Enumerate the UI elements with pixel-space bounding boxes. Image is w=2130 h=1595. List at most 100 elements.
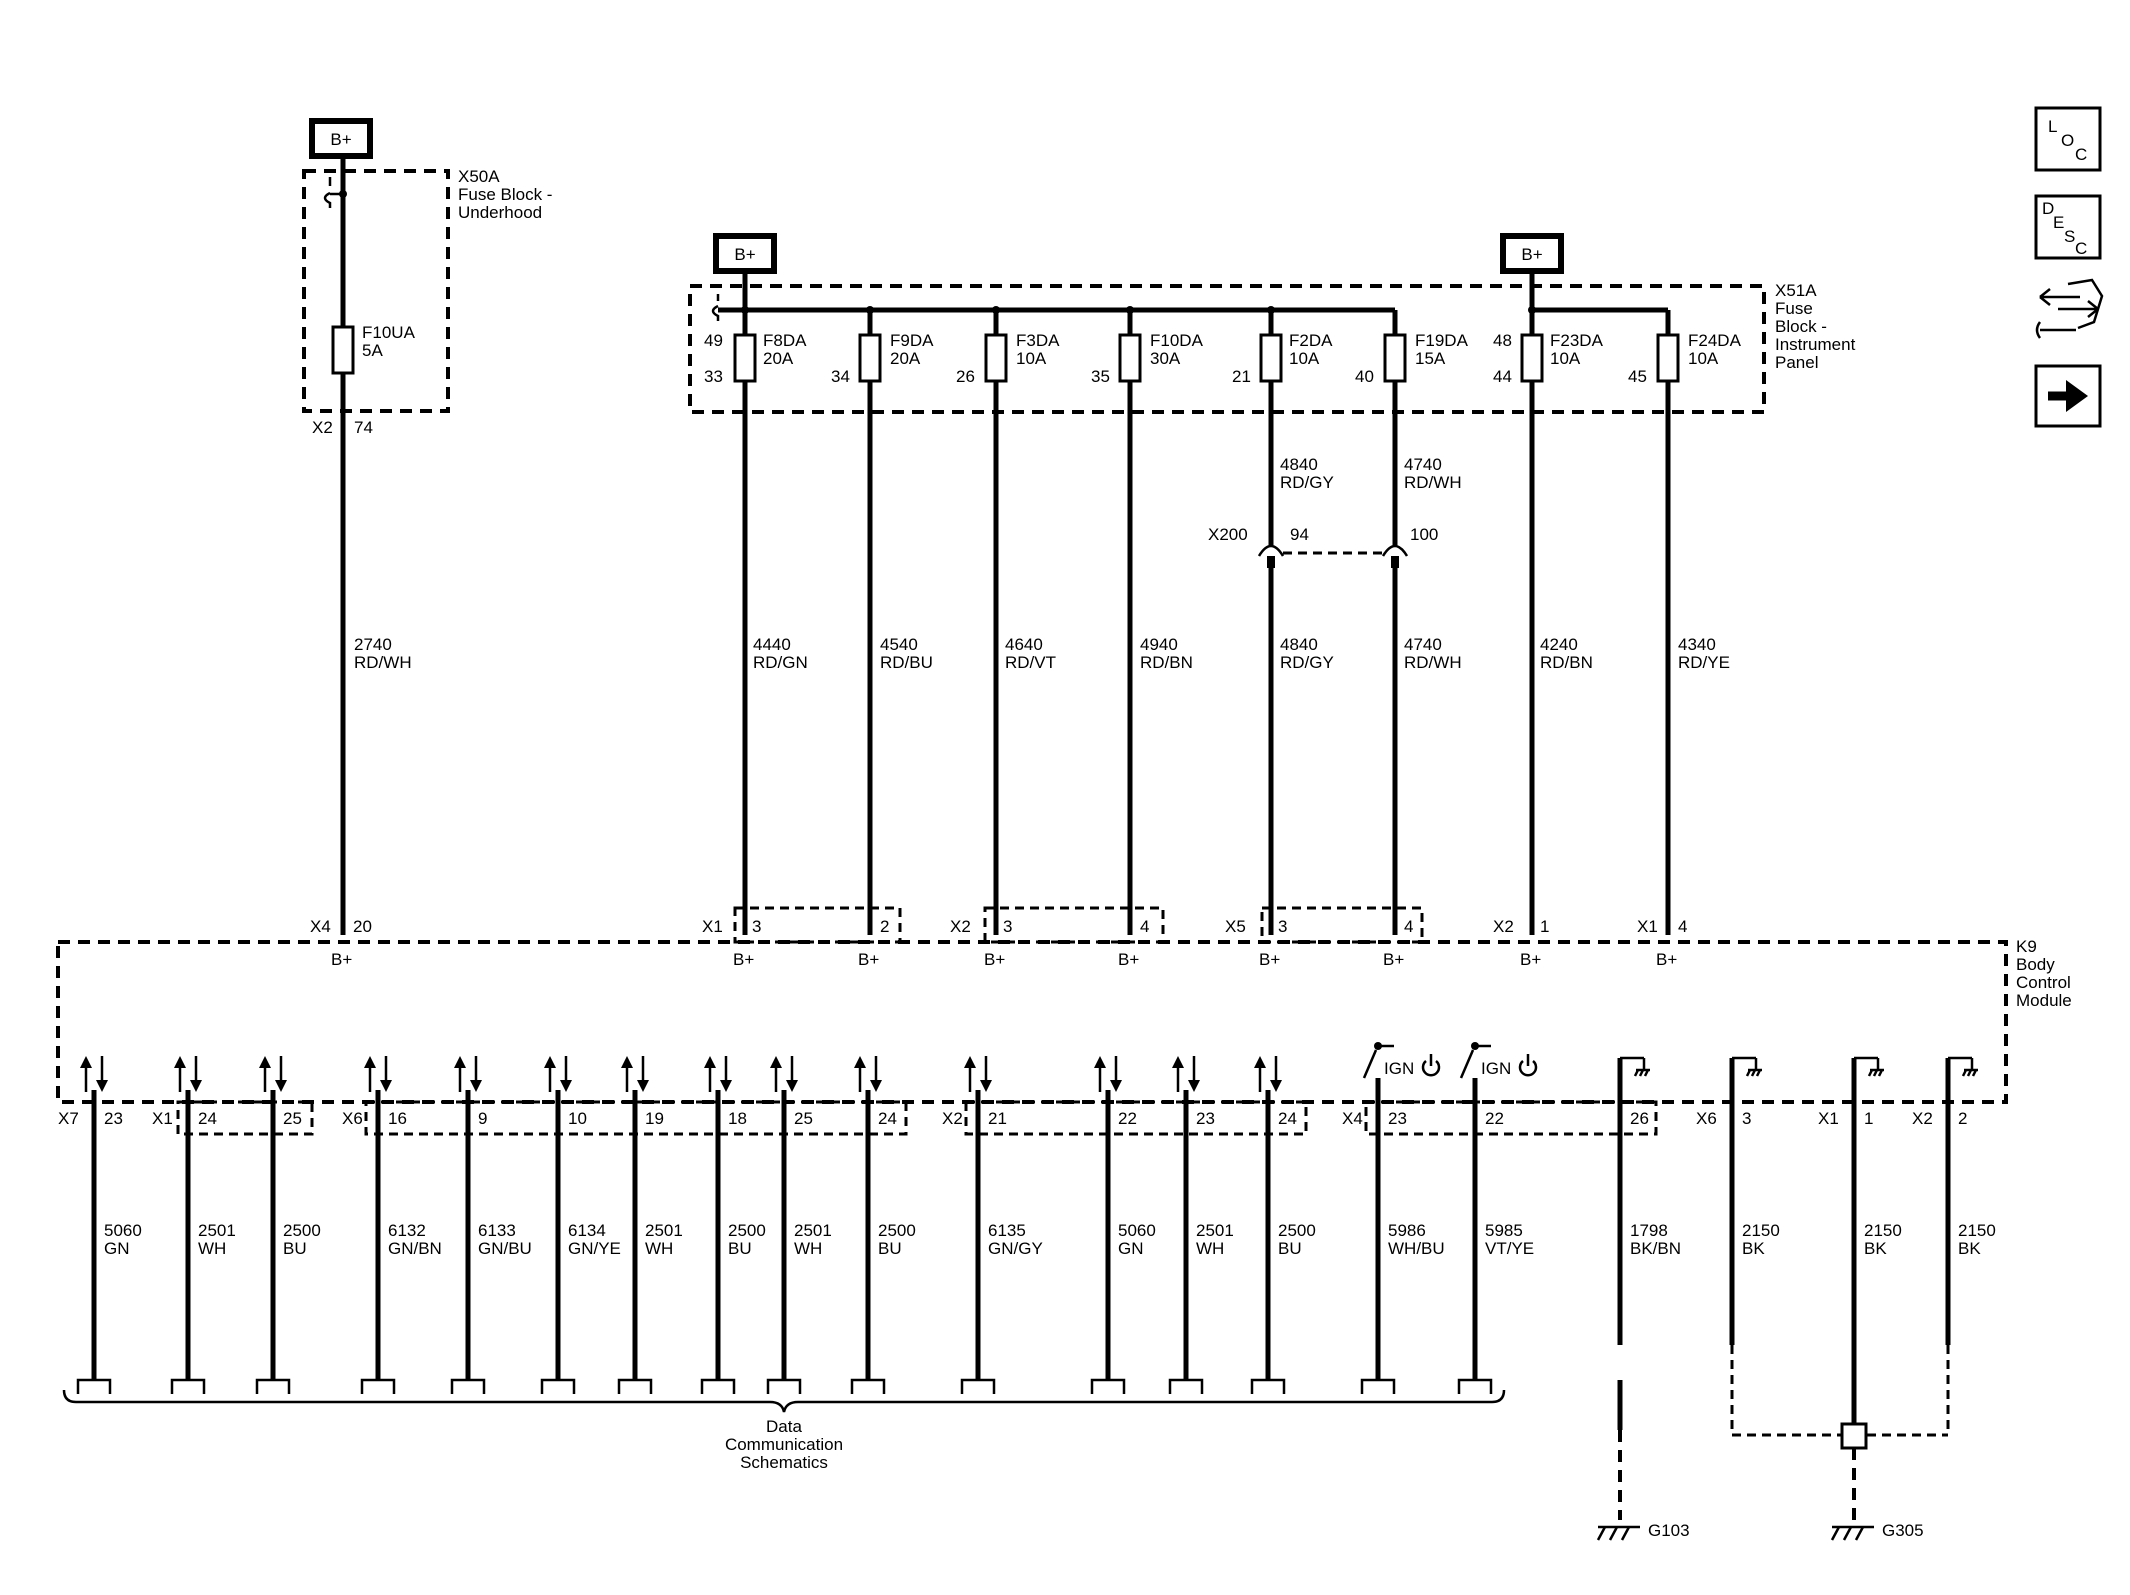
wire-color: BK bbox=[1864, 1239, 1887, 1258]
svg-text:X2: X2 bbox=[1493, 917, 1514, 936]
wire-color: WH bbox=[198, 1239, 226, 1258]
connector-label: X2 bbox=[1912, 1109, 1933, 1128]
pin-label: 19 bbox=[645, 1109, 664, 1128]
pin-label: 23 bbox=[1196, 1109, 1215, 1128]
bidirectional-arrow-icon bbox=[80, 1056, 108, 1092]
svg-text:Data: Data bbox=[766, 1417, 802, 1436]
svg-text:Block -: Block - bbox=[1775, 317, 1827, 336]
svg-text:F2DA: F2DA bbox=[1289, 331, 1333, 350]
wire-color: GN/YE bbox=[568, 1239, 621, 1258]
connector-terminal-icon bbox=[850, 1378, 886, 1394]
bidirectional-arrow-icon bbox=[174, 1056, 202, 1092]
connector-label: X6 bbox=[1696, 1109, 1717, 1128]
circuit-number: 2500 bbox=[878, 1221, 916, 1240]
power-icon bbox=[1421, 1054, 1441, 1077]
connector-terminal-icon bbox=[700, 1378, 736, 1394]
svg-text:33: 33 bbox=[704, 367, 723, 386]
svg-text:B+: B+ bbox=[1383, 950, 1404, 969]
pin-label: 23 bbox=[104, 1109, 123, 1128]
wire-color: GN bbox=[1118, 1239, 1144, 1258]
bidirectional-arrow-icon bbox=[364, 1056, 392, 1092]
wire-color: VT/YE bbox=[1485, 1239, 1534, 1258]
connector-terminal-icon bbox=[76, 1378, 112, 1394]
bidirectional-arrow-icon bbox=[1172, 1056, 1200, 1092]
fuse-f19da: F19DA 15A 40 bbox=[1271, 307, 1469, 545]
next-page-button[interactable] bbox=[2034, 364, 2102, 428]
svg-text:RD/YE: RD/YE bbox=[1678, 653, 1730, 672]
connector-terminal-icon bbox=[1090, 1378, 1126, 1394]
circuit-number: 6135 bbox=[988, 1221, 1026, 1240]
svg-text:15A: 15A bbox=[1415, 349, 1446, 368]
svg-text:F23DA: F23DA bbox=[1550, 331, 1604, 350]
circuit-number: 2150 bbox=[1958, 1221, 1996, 1240]
connector-terminal-icon bbox=[960, 1378, 996, 1394]
connector-terminal-icon bbox=[617, 1378, 653, 1394]
fuse-f3da: F3DA 10A 26 bbox=[956, 310, 1060, 935]
connector-terminal-icon bbox=[450, 1378, 486, 1394]
svg-text:X4: X4 bbox=[310, 917, 331, 936]
svg-text:48: 48 bbox=[1493, 331, 1512, 350]
svg-text:2740: 2740 bbox=[354, 635, 392, 654]
svg-text:K9: K9 bbox=[2016, 937, 2037, 956]
connector-terminal-icon bbox=[1168, 1378, 1204, 1394]
ground-icon bbox=[1851, 1056, 1884, 1090]
x200-connector: 4840 RD/GY 4740 RD/WH X200 94 100 bbox=[1208, 455, 1462, 935]
svg-text:4740: 4740 bbox=[1404, 455, 1442, 474]
connector-terminal-icon bbox=[255, 1378, 291, 1394]
svg-text:35: 35 bbox=[1091, 367, 1110, 386]
module-top-pins: X4 20 B+ X1 3 B+ 2 B+ X2 3 B+ 4 B+ X5 3 … bbox=[310, 917, 1687, 969]
svg-text:B+: B+ bbox=[734, 245, 755, 264]
circuit-number: 2150 bbox=[1742, 1221, 1780, 1240]
connector-tool-icon[interactable] bbox=[2035, 278, 2104, 339]
svg-text:RD/WH: RD/WH bbox=[1404, 653, 1462, 672]
circuit-number: 6134 bbox=[568, 1221, 606, 1240]
svg-text:5A: 5A bbox=[362, 341, 383, 360]
circuit-number: 2500 bbox=[283, 1221, 321, 1240]
svg-text:Instrument: Instrument bbox=[1775, 335, 1856, 354]
circuit-number: 5986 bbox=[1388, 1221, 1426, 1240]
connector-label: X2 bbox=[942, 1109, 963, 1128]
loc-button[interactable]: L O C bbox=[2034, 106, 2102, 172]
svg-text:B+: B+ bbox=[733, 950, 754, 969]
pin-label: 24 bbox=[878, 1109, 897, 1128]
svg-text:RD/GY: RD/GY bbox=[1280, 653, 1334, 672]
ignition-switch-2: IGN bbox=[1459, 1042, 1538, 1079]
fuse-f23da: F23DA 10A 44 bbox=[1493, 310, 1604, 935]
connector-terminal-icon bbox=[360, 1378, 396, 1394]
svg-text:RD/BN: RD/BN bbox=[1540, 653, 1593, 672]
ground-icon bbox=[1617, 1056, 1650, 1090]
svg-text:X51A: X51A bbox=[1775, 281, 1817, 300]
bidirectional-arrow-icon bbox=[544, 1056, 572, 1092]
circuit-number: 2501 bbox=[1196, 1221, 1234, 1240]
svg-text:4440: 4440 bbox=[753, 635, 791, 654]
fuse-f10da: F10DA 30A 35 bbox=[1091, 310, 1204, 935]
svg-text:20A: 20A bbox=[763, 349, 794, 368]
svg-text:B+: B+ bbox=[1656, 950, 1677, 969]
svg-text:49: 49 bbox=[704, 331, 723, 350]
svg-text:Underhood: Underhood bbox=[458, 203, 542, 222]
svg-text:B+: B+ bbox=[1521, 245, 1542, 264]
svg-text:F9DA: F9DA bbox=[890, 331, 934, 350]
fuse-f2da: F2DA 10A 21 bbox=[1232, 310, 1333, 545]
svg-text:2: 2 bbox=[880, 917, 889, 936]
bidirectional-arrow-icon bbox=[704, 1056, 732, 1092]
svg-text:3: 3 bbox=[1278, 917, 1287, 936]
connector-terminal-icon bbox=[540, 1378, 576, 1394]
svg-text:10A: 10A bbox=[1550, 349, 1581, 368]
svg-text:X50A: X50A bbox=[458, 167, 500, 186]
svg-text:4840: 4840 bbox=[1280, 455, 1318, 474]
desc-button[interactable]: D E S C bbox=[2034, 194, 2102, 260]
svg-text:O: O bbox=[2061, 131, 2074, 150]
wire-color: BK bbox=[1958, 1239, 1981, 1258]
circuit-number: 2150 bbox=[1864, 1221, 1902, 1240]
pin-label: 10 bbox=[568, 1109, 587, 1128]
